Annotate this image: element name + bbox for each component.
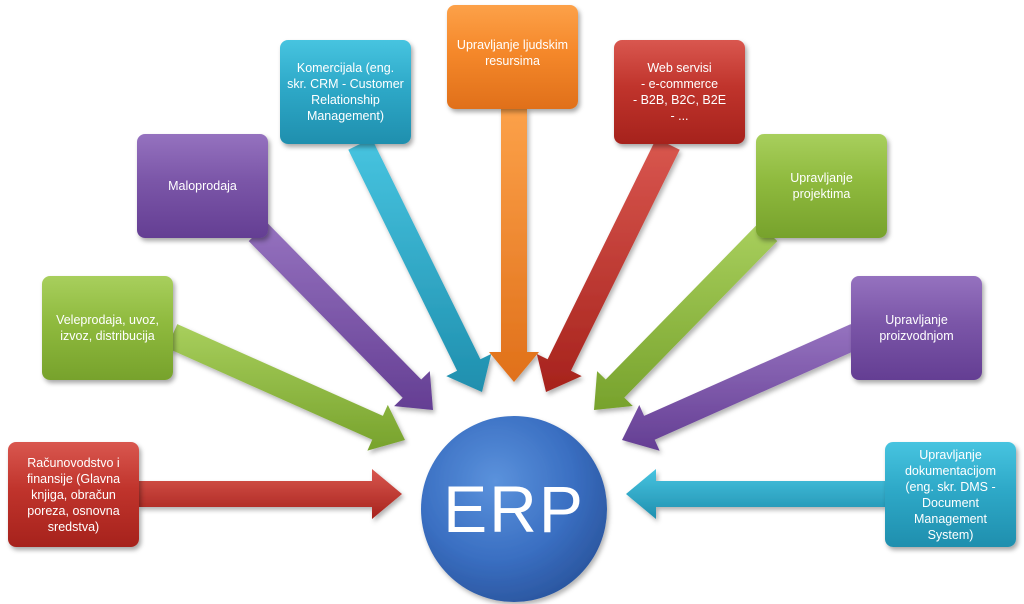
arrow-racunovodstvo	[138, 469, 402, 519]
module-text-line: Maloprodaja	[168, 179, 237, 193]
module-text-line: izvoz, distribucija	[60, 329, 155, 343]
module-text-line: Management)	[306, 109, 385, 123]
module-text-line: finansije (Glavna	[26, 471, 121, 486]
module-komercijala: Komercijala (eng. skr. CRM - Customer Re…	[280, 40, 411, 144]
arrow-komercijala	[348, 138, 492, 392]
module-text-line: proizvodnjom	[879, 329, 954, 343]
arrows-layer	[138, 108, 886, 519]
erp-circle	[421, 416, 607, 602]
module-maloprodaja: Maloprodaja	[137, 134, 268, 238]
module-veleprodaja: Veleprodaja, uvoz, izvoz, distribucija	[42, 276, 173, 380]
module-text-line: projektima	[792, 187, 851, 201]
module-proizvodnja: Upravljanje proizvodnjom	[851, 276, 982, 380]
arrow-veleprodaja	[166, 324, 405, 451]
arrow-ljudski-resursi	[489, 108, 539, 382]
module-text-line: - e-commerce	[640, 77, 719, 91]
module-text-line: Upravljanje	[919, 447, 982, 462]
module-text-line: knjiga, obračun	[31, 487, 116, 502]
module-text-line: Relationship	[311, 93, 380, 107]
arrow-web-servisi	[536, 138, 680, 392]
module-text-line: Računovodstvo i	[27, 455, 120, 470]
module-ljudski-resursi: Upravljanje ljudskim resursima	[447, 5, 578, 109]
module-text-line: poreza, osnovna	[27, 503, 120, 518]
module-text-line: sredstva)	[47, 519, 100, 534]
module-projekti: Upravljanje projektima	[756, 134, 887, 238]
module-text-line: Web servisi	[647, 61, 712, 75]
module-text-line: Document	[922, 495, 979, 510]
module-text-line: Management	[914, 511, 987, 526]
module-text-line: Upravljanje ljudskim	[456, 38, 569, 52]
module-text-line: Komercijala (eng.	[296, 61, 395, 75]
module-text-line: - B2B, B2C, B2E	[632, 93, 727, 107]
module-text-line: - ...	[670, 109, 689, 123]
arrow-proizvodnja	[622, 324, 862, 451]
module-text-line: Upravljanje	[885, 313, 948, 327]
module-racunovodstvo: Računovodstvo i finansije (Glavna knjiga…	[8, 442, 139, 547]
module-text-line: System)	[927, 527, 974, 542]
module-web-servisi: Web servisi - e-commerce - B2B, B2C, B2E…	[614, 40, 745, 144]
module-text-line: dokumentacijom	[904, 463, 996, 478]
module-text-line: (eng. skr. DMS -	[905, 479, 996, 494]
module-text-line: skr. CRM - Customer	[287, 77, 404, 91]
module-text-line: Upravljanje	[790, 171, 853, 185]
arrow-maloprodaja	[248, 222, 433, 410]
module-text-line: Veleprodaja, uvoz,	[56, 313, 159, 327]
arrow-projekti	[594, 222, 778, 410]
module-text-line: resursima	[485, 54, 540, 68]
erp-label: ERP	[443, 472, 585, 546]
arrow-dokumentacija	[626, 469, 886, 519]
module-dokumentacija: Upravljanje dokumentacijom (eng. skr. DM…	[885, 442, 1016, 547]
